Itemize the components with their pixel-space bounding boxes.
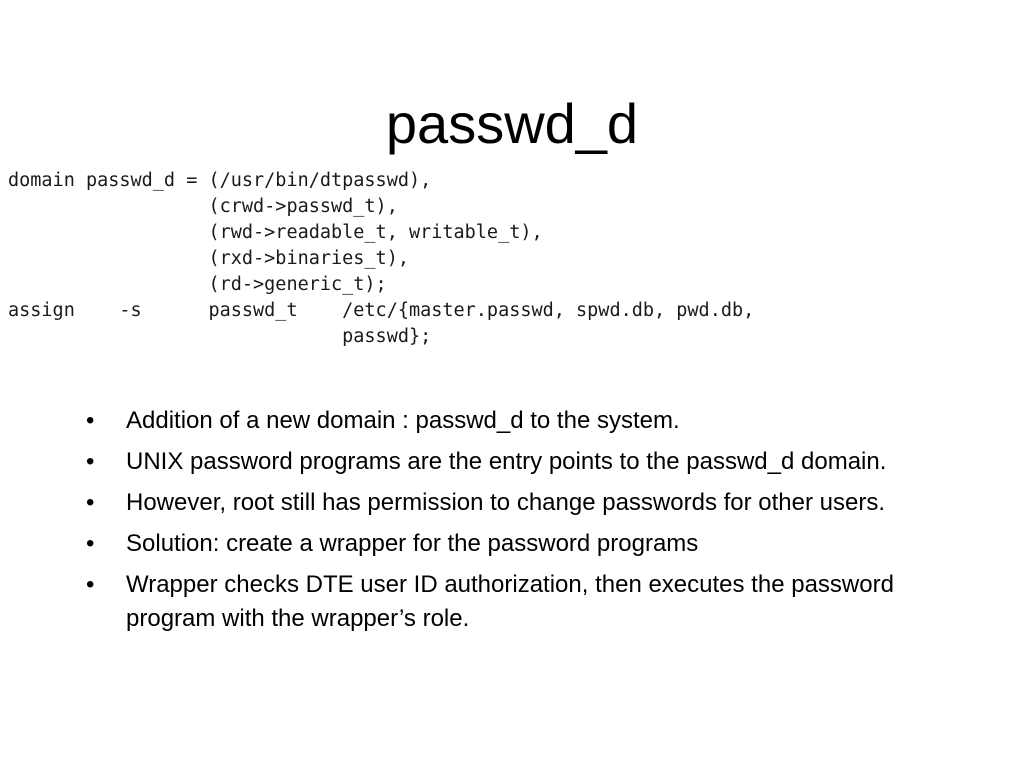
bullet-text: However, root still has permission to ch…: [126, 489, 886, 516]
code-line: (crwd->passwd_t),: [8, 196, 398, 217]
bullet-text: Solution: create a wrapper for the passw…: [126, 530, 699, 557]
bullet-text: UNIX password programs are the entry poi…: [126, 448, 887, 475]
bullet-item: • Addition of a new domain : passwd_d to…: [86, 404, 936, 438]
bullet-text: Wrapper checks DTE user ID authorization…: [126, 571, 894, 632]
code-line: passwd};: [8, 326, 432, 347]
code-line: (rd->generic_t);: [8, 274, 387, 295]
bullet-item: • Solution: create a wrapper for the pas…: [86, 527, 936, 561]
bullet-item: • However, root still has permission to …: [86, 486, 936, 520]
code-line: (rwd->readable_t, writable_t),: [8, 222, 543, 243]
code-line: (rxd->binaries_t),: [8, 248, 409, 269]
bullet-marker: •: [86, 407, 95, 434]
bullet-item: • Wrapper checks DTE user ID authorizati…: [86, 568, 936, 636]
code-line: assign -s passwd_t /etc/{master.passwd, …: [8, 300, 755, 321]
slide-title: passwd_d: [385, 91, 639, 155]
code-block: domain passwd_d = (/usr/bin/dtpasswd), (…: [8, 168, 754, 350]
bullet-item: • UNIX password programs are the entry p…: [86, 445, 936, 479]
bullet-list: • Addition of a new domain : passwd_d to…: [86, 404, 936, 643]
bullet-marker: •: [86, 571, 95, 598]
bullet-marker: •: [86, 448, 95, 475]
bullet-marker: •: [86, 489, 95, 516]
bullet-text: Addition of a new domain : passwd_d to t…: [126, 407, 680, 434]
bullet-marker: •: [86, 530, 95, 557]
code-line: domain passwd_d = (/usr/bin/dtpasswd),: [8, 170, 432, 191]
